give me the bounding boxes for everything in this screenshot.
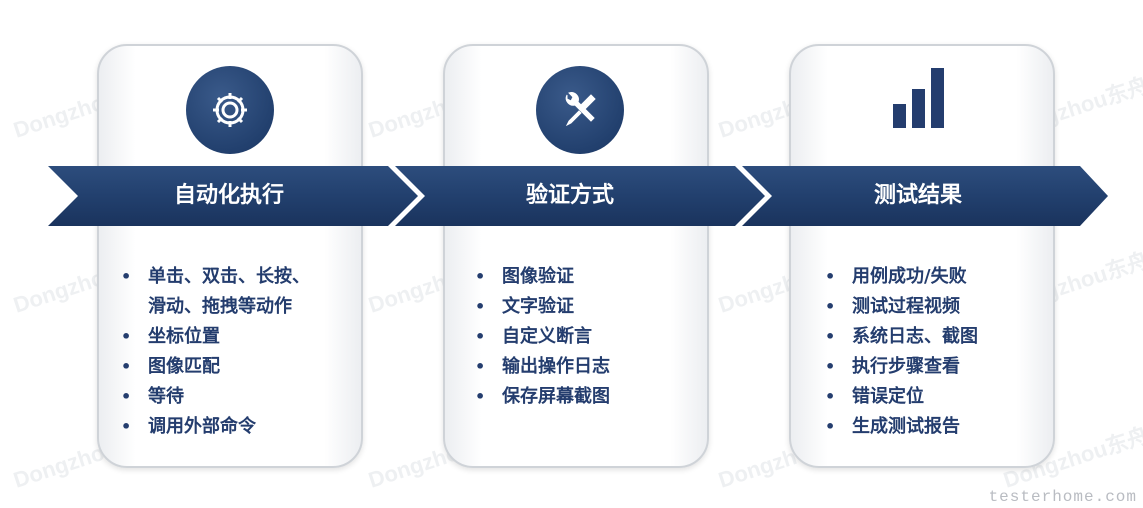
stage-title-results: 测试结果	[873, 183, 962, 208]
list-item: 单击、双击、长按、	[118, 262, 310, 292]
stage-title-execution: 自动化执行	[173, 183, 284, 208]
list-item: 执行步骤查看	[822, 352, 978, 382]
chevron-verification	[395, 166, 765, 226]
execution-feature-list: 单击、双击、长按、 滑动、拖拽等动作 坐标位置 图像匹配 等待 调用外部命令	[118, 262, 310, 442]
process-arrow-band	[48, 166, 1108, 226]
list-item: 调用外部命令	[118, 412, 310, 442]
list-item: 保存屏幕截图	[472, 382, 610, 412]
site-watermark: testerhome.com	[988, 488, 1137, 506]
list-item: 文字验证	[472, 292, 610, 322]
list-item-continuation: 滑动、拖拽等动作	[148, 296, 292, 317]
results-feature-list: 用例成功/失败 测试过程视频 系统日志、截图 执行步骤查看 错误定位 生成测试报…	[822, 262, 978, 442]
list-item: 用例成功/失败	[822, 262, 978, 292]
list-item: 图像验证	[472, 262, 610, 292]
list-item: 输出操作日志	[472, 352, 610, 382]
list-item: 错误定位	[822, 382, 978, 412]
gear-icon	[186, 66, 274, 154]
stage-title-verification: 验证方式	[525, 183, 614, 208]
list-item: 生成测试报告	[822, 412, 978, 442]
list-item: 坐标位置	[118, 322, 310, 352]
chevron-results	[742, 166, 1108, 226]
bar-chart-icon	[890, 64, 960, 130]
list-item: 图像匹配	[118, 352, 310, 382]
list-item: 测试过程视频	[822, 292, 978, 322]
list-item: 自定义断言	[472, 322, 610, 352]
chevron-execution	[48, 166, 418, 226]
verification-feature-list: 图像验证 文字验证 自定义断言 输出操作日志 保存屏幕截图	[472, 262, 610, 412]
list-item: 系统日志、截图	[822, 322, 978, 352]
wrench-screwdriver-icon	[536, 66, 624, 154]
list-item: 等待	[118, 382, 310, 412]
